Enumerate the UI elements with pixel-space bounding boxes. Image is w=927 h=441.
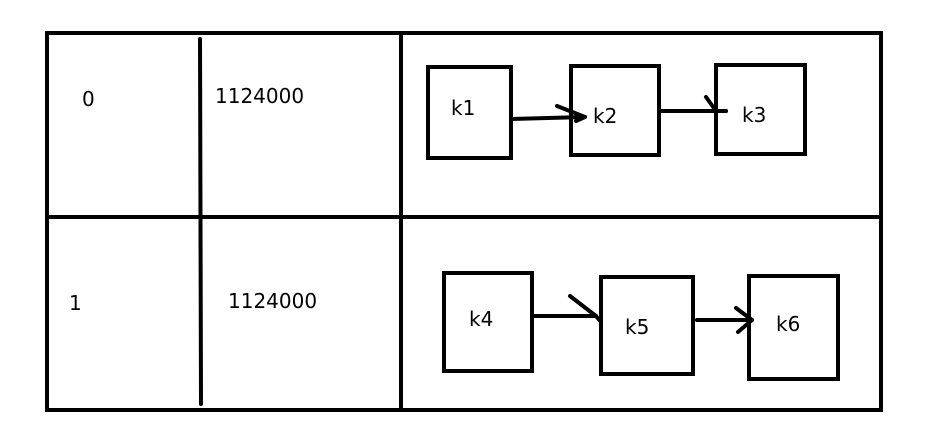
row-0-value: 1124000 (215, 84, 304, 108)
node-k6: k6 (747, 274, 840, 381)
node-k5-label: k5 (625, 315, 649, 339)
arrow-k4-k5 (531, 294, 603, 324)
node-k4-box (442, 271, 534, 373)
table-row-0: 0 1124000 k1 k2 k3 (82, 63, 807, 160)
column-divider-1 (198, 37, 203, 406)
node-k1: k1 (426, 65, 513, 160)
node-k2: k2 (569, 64, 661, 157)
row-1-index: 1 (69, 291, 82, 315)
row-1-value: 1124000 (228, 289, 317, 313)
node-k5-box (599, 275, 695, 376)
node-k6-box (747, 274, 840, 381)
arrow-k2-k3 (657, 95, 728, 113)
table-outer-border (45, 31, 883, 412)
node-k6-label: k6 (776, 312, 800, 336)
row-1-linked-list: k4 k5 k6 (442, 271, 840, 381)
node-k1-label: k1 (451, 96, 475, 120)
node-k2-label: k2 (593, 104, 617, 128)
node-k3: k3 (714, 63, 807, 156)
row-0-index: 0 (82, 87, 95, 111)
row-0-linked-list: k1 k2 k3 (426, 63, 807, 160)
table-row-1: 1 1124000 k4 k5 k6 (69, 271, 840, 381)
table-frame (45, 31, 883, 412)
node-k3-label: k3 (742, 103, 766, 127)
arrow-k1-k2 (509, 104, 587, 123)
node-k4: k4 (442, 271, 534, 373)
node-k1-box (426, 65, 513, 160)
arrow-k5-k6 (695, 306, 754, 334)
node-k5: k5 (599, 275, 695, 376)
node-k4-label: k4 (469, 307, 493, 331)
